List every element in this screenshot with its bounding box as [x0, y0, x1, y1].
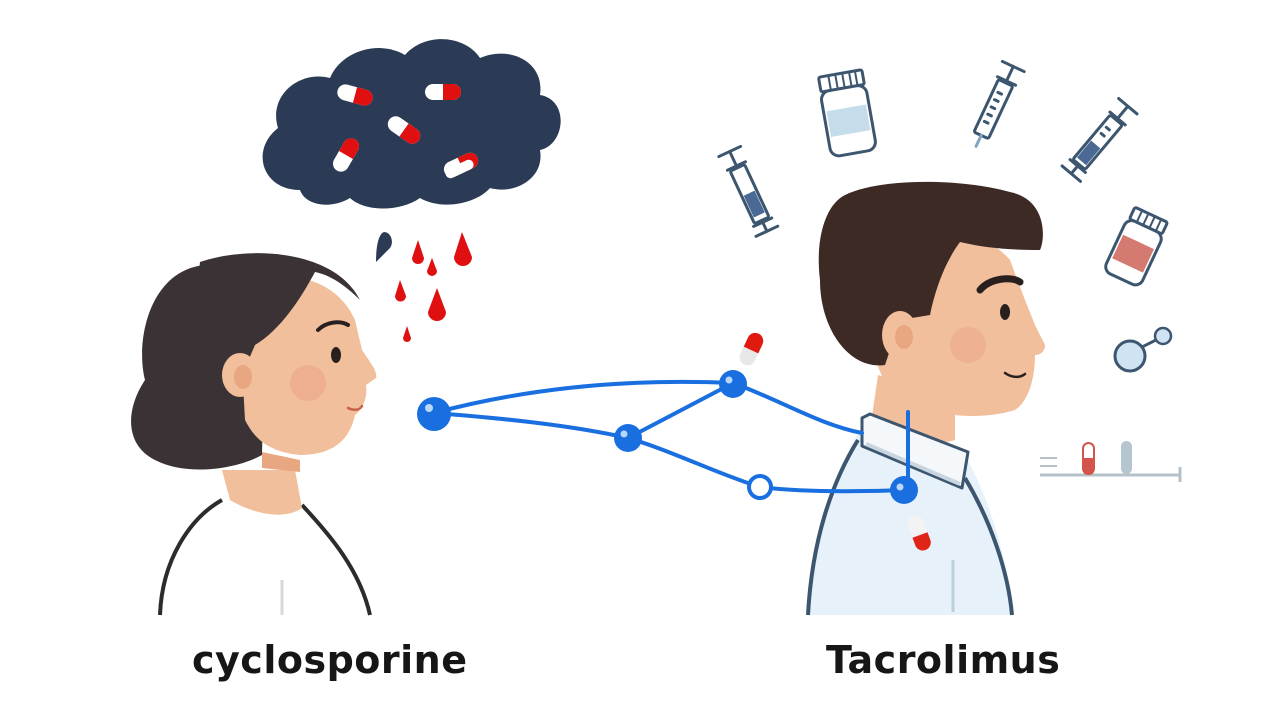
- woman-figure: [131, 253, 377, 616]
- pill-icon: [425, 84, 461, 100]
- storm-cloud: [262, 39, 561, 209]
- drug-label-cyclosporine: cyclosporine: [192, 638, 468, 682]
- pill-bottle-icon: [817, 68, 877, 158]
- molecular-network: [432, 379, 910, 494]
- syringe-icon: [1060, 97, 1139, 183]
- man-figure: [806, 181, 1045, 616]
- molecule-icon: [1113, 326, 1173, 373]
- pill-icon: [387, 116, 421, 144]
- pill-icon: [443, 152, 479, 179]
- pill-bottle-icon: [1104, 206, 1169, 287]
- level-gauge-icon: [1040, 441, 1182, 482]
- blood-drops: [376, 232, 472, 342]
- pill-icon: [333, 138, 359, 172]
- pill-icon: [907, 515, 931, 551]
- drug-label-tacrolimus: Tacrolimus: [826, 638, 1061, 682]
- pill-icon: [739, 332, 764, 366]
- dark-drop-icon: [376, 232, 392, 262]
- network-nodes: [417, 370, 918, 504]
- pill-icon: [337, 84, 373, 106]
- syringe-icon: [717, 144, 780, 238]
- syringe-icon: [973, 59, 1026, 148]
